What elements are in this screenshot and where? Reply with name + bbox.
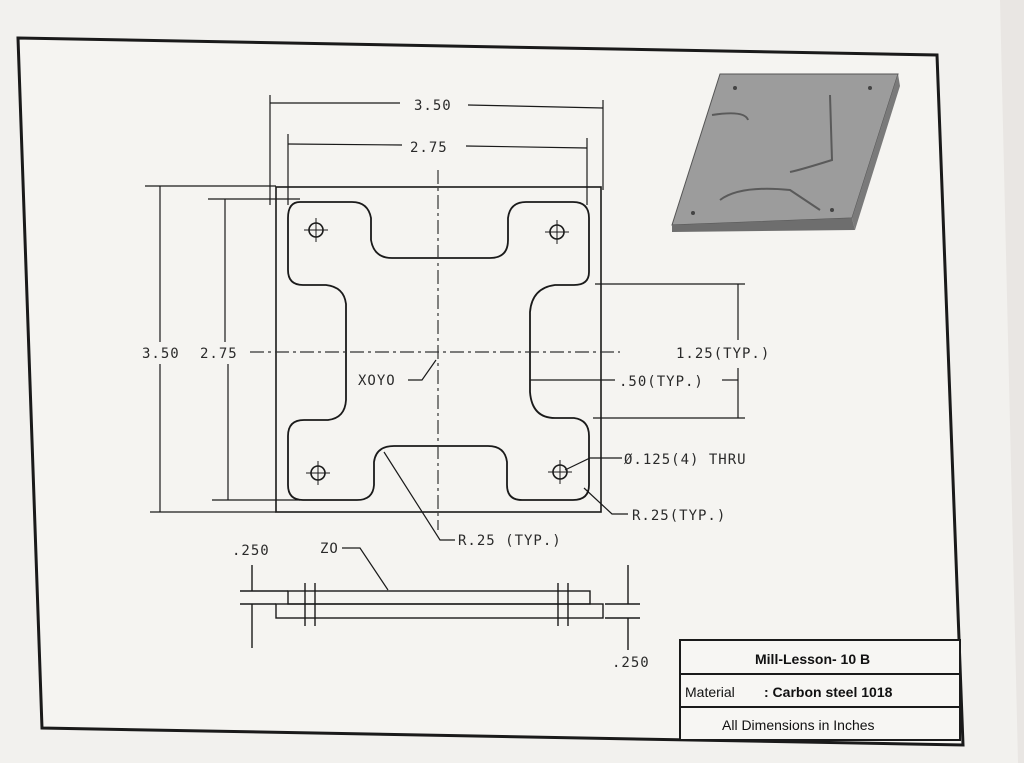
dim-right-small: .50(TYP.) <box>619 374 704 390</box>
material-value: : Carbon steel 1018 <box>764 684 893 700</box>
dimensions-note: All Dimensions in Inches <box>722 717 875 733</box>
leaders <box>342 359 628 591</box>
dim-left-outer: 3.50 <box>142 346 180 362</box>
mounting-holes <box>304 218 572 485</box>
label-zo: ZO <box>320 541 339 557</box>
dim-top-inner: 2.75 <box>410 140 448 156</box>
side-view <box>240 565 640 650</box>
material-label: Material <box>685 684 735 700</box>
pocket-profile <box>287 201 590 501</box>
right-dimensions <box>530 283 745 419</box>
dim-top-outer: 3.50 <box>414 98 452 114</box>
dim-left-inner: 2.75 <box>200 346 238 362</box>
plate-outline <box>275 186 602 513</box>
title-block <box>679 639 961 741</box>
thickness-top: .250 <box>232 543 270 559</box>
hole-note: Ø.125(4) THRU <box>624 452 747 468</box>
label-xoyo: XOYO <box>358 373 396 389</box>
isometric-render <box>671 73 900 232</box>
thickness-bottom: .250 <box>612 655 650 671</box>
slot-radius-note: R.25 (TYP.) <box>458 533 562 549</box>
corner-radius-note: R.25(TYP.) <box>632 508 726 524</box>
title-block-title: Mill-Lesson- 10 B <box>755 651 870 667</box>
top-dimensions <box>269 95 604 205</box>
left-dimensions <box>145 185 300 513</box>
dim-right-tall: 1.25(TYP.) <box>676 346 770 362</box>
